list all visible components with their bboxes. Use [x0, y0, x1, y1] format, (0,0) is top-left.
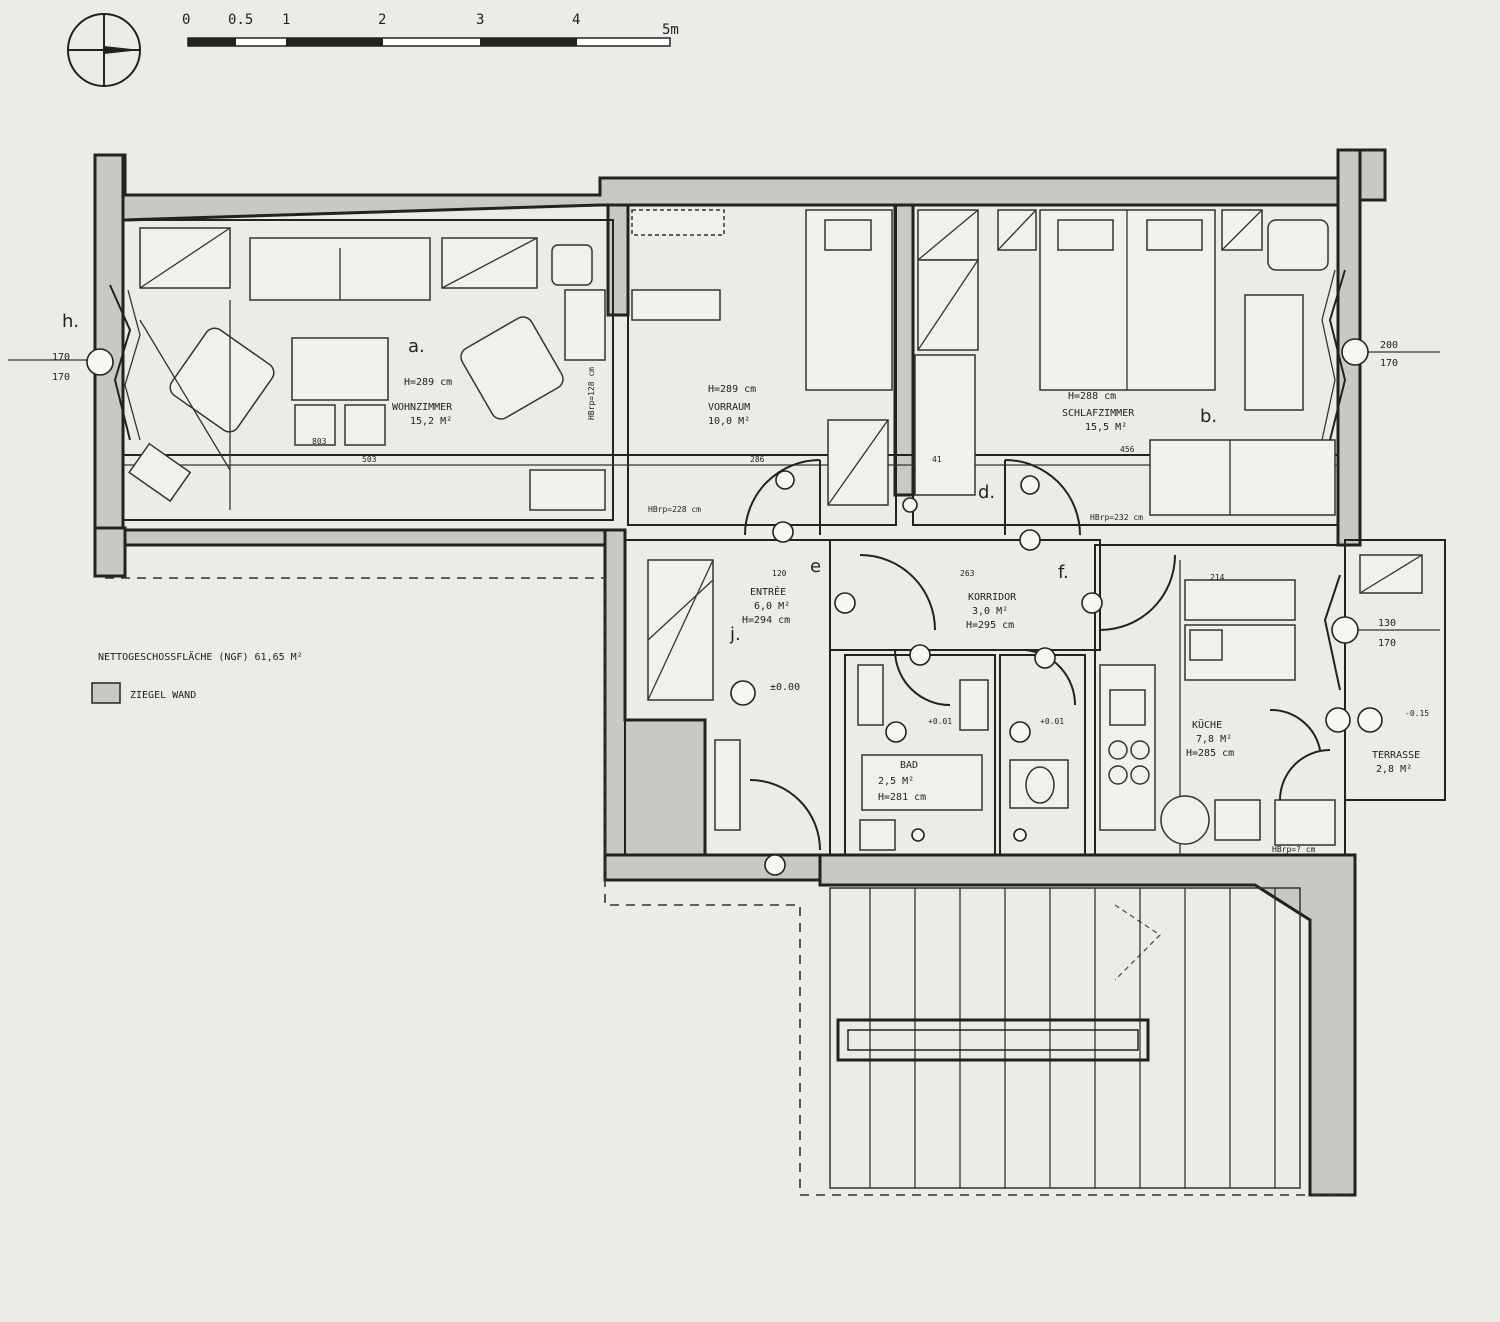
wohnzimmer-area: 15,2 M² [410, 416, 452, 427]
terrasse-area: 2,8 M² [1376, 764, 1412, 775]
parapet-height-3: HBrp=? cm [1272, 845, 1316, 854]
coffee-table [291, 337, 389, 401]
schlafzimmer-name: SCHLAFZIMMER [1062, 408, 1135, 419]
bad-height: H=281 cm [878, 792, 926, 803]
scale-tick-0: 0 [182, 12, 190, 28]
korridor-height: H=295 cm [966, 620, 1014, 631]
dim-803: 803 [312, 437, 327, 446]
stair-handrail [836, 1018, 1150, 1062]
level-wc: +0.01 [1040, 717, 1064, 726]
dim-286: 286 [750, 455, 765, 464]
scale-tick-0-5: 0.5 [228, 12, 253, 28]
walls [93, 148, 1387, 1197]
bad-name: BAD [900, 760, 918, 771]
dim-456: 456 [1120, 445, 1135, 454]
electrical-symbols [86, 338, 1383, 876]
kueche-area: 7,8 M² [1196, 734, 1232, 745]
scale-tick-3: 3 [476, 12, 484, 28]
level-bad: +0.01 [928, 717, 952, 726]
parapet-height-2: HBrp=232 cm [1090, 513, 1143, 522]
dim-263: 263 [960, 569, 975, 578]
toilet [1025, 766, 1055, 804]
dim-window-kitchen-1: 130 [1378, 618, 1396, 629]
schlafzimmer-height: H=288 cm [1068, 391, 1116, 402]
marker-f: f. [1058, 562, 1069, 583]
vorraum-height: H=289 cm [708, 384, 756, 395]
entree-name: ENTRÉE [750, 585, 786, 598]
staircase [829, 887, 1301, 1189]
living-room-furniture [128, 227, 606, 511]
level-terrasse: -0.15 [1405, 709, 1429, 718]
schlafzimmer-letter: b. [1200, 406, 1217, 427]
net-area-label: NETTOGESCHOSSFLÄCHE (NGF) 61,65 M² [98, 650, 303, 663]
scale-tick-4: 4 [572, 12, 580, 28]
bad-area: 2,5 M² [878, 776, 914, 787]
dim-214: 214 [1210, 573, 1225, 582]
scale-tick-2: 2 [378, 12, 386, 28]
wohnzimmer-name: WOHNZIMMER [392, 402, 453, 413]
marker-d: d. [978, 482, 995, 503]
labels: NETTOGESCHOSSFLÄCHE (NGF) 61,65 M² ZIEGE… [52, 311, 1429, 854]
dim-window-left-1: 170 [52, 352, 70, 363]
entree-height: H=294 cm [742, 615, 790, 626]
site-outline-dashed [105, 577, 1350, 1196]
terrasse-name: TERRASSE [1372, 750, 1420, 761]
kueche-height: H=285 cm [1186, 748, 1234, 759]
korridor-name: KORRIDOR [968, 592, 1017, 603]
schlafzimmer-area: 15,5 M² [1085, 422, 1127, 433]
korridor-area: 3,0 M² [972, 606, 1008, 617]
wohnzimmer-letter: a. [408, 336, 425, 357]
dim-41: 41 [932, 455, 942, 464]
scale-tick-1: 1 [282, 12, 290, 28]
dim-window-kitchen-2: 170 [1378, 638, 1396, 649]
armchair-left [169, 327, 275, 433]
parapet-height-4: HBrp=128 cm [587, 367, 596, 420]
desk [631, 289, 721, 321]
doors [744, 459, 1331, 851]
parapet-height-1: HBrp=228 cm [648, 505, 701, 514]
wohnzimmer-height: H=289 cm [404, 377, 452, 388]
dim-120: 120 [772, 569, 787, 578]
armchair-right [460, 316, 564, 420]
north-arrow-icon [67, 13, 141, 87]
bedroom-furniture [631, 209, 1336, 516]
service-rooms-furniture [647, 554, 1423, 851]
kueche-name: KÜCHE [1192, 718, 1222, 731]
wall-legend-label: ZIEGEL WAND [130, 690, 196, 701]
scale-bar: 0 0.5 1 2 3 4 5m [182, 12, 679, 47]
dim-503: 503 [362, 455, 377, 464]
bathtub [861, 754, 983, 811]
entree-area: 6,0 M² [754, 601, 790, 612]
scale-tick-5m: 5m [662, 22, 679, 38]
vorraum-area: 10,0 M² [708, 416, 750, 427]
level-entrance: ±0.00 [770, 682, 800, 693]
dim-window-right-1: 200 [1380, 340, 1398, 351]
interior-lines [122, 204, 1446, 856]
wall-legend-swatch [91, 682, 121, 704]
marker-j: j. [729, 624, 741, 645]
marker-e: e [810, 556, 821, 577]
dim-window-left-2: 170 [52, 372, 70, 383]
windows [8, 269, 1440, 691]
vorraum-name: VORRAUM [708, 402, 750, 413]
dim-window-right-2: 170 [1380, 358, 1398, 369]
marker-h: h. [62, 311, 79, 332]
